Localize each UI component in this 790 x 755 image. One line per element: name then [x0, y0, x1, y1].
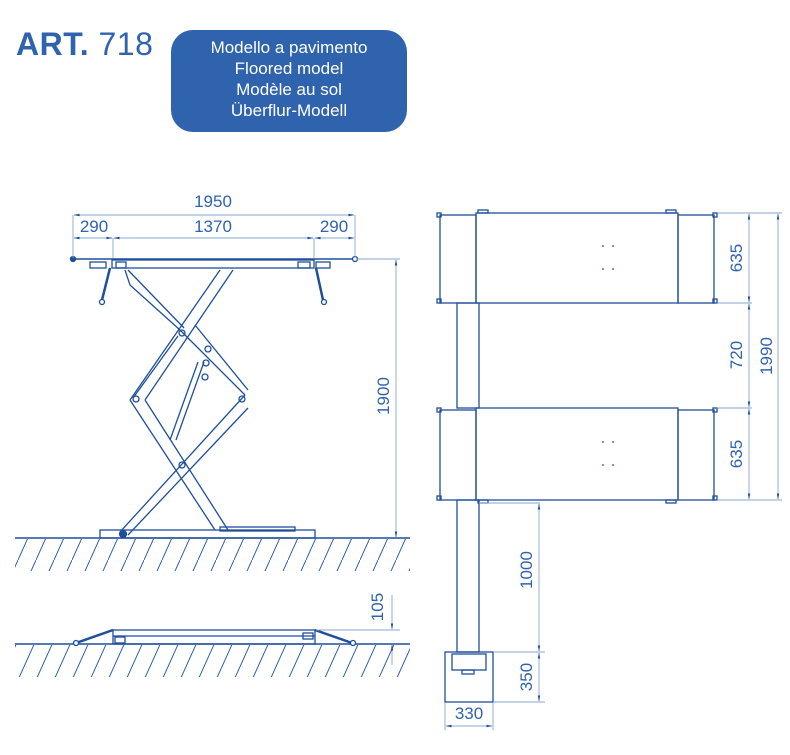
dim-hose-length: 1000: [517, 551, 536, 589]
dim-overall-width: 1950: [194, 192, 232, 211]
article-label: ART.: [16, 26, 90, 62]
model-line-de: Überflur-Modell: [230, 101, 348, 120]
article-title: ART. 718: [16, 26, 153, 63]
side-view-lowered: [15, 628, 410, 677]
top-view-dimensions: [444, 212, 782, 730]
platform-lower: [436, 407, 718, 504]
dim-platform-length: 1370: [194, 217, 232, 236]
model-line-it: Modello a pavimento: [210, 38, 368, 57]
dim-overall-width-top: 1990: [757, 337, 776, 375]
side-view-dimensions: [72, 213, 400, 538]
dim-max-height: 1900: [374, 377, 393, 415]
dim-platform-width-2: 635: [727, 440, 746, 468]
dim-left-extension: 290: [80, 217, 108, 236]
dim-right-extension: 290: [320, 217, 348, 236]
control-unit: [444, 651, 494, 703]
platform-upper: [436, 209, 718, 304]
model-line-en: Floored model: [234, 59, 344, 78]
dim-control-unit-width: 330: [455, 704, 483, 723]
dim-control-unit-depth: 350: [517, 663, 536, 691]
dim-min-height: 105: [368, 593, 387, 621]
model-line-fr: Modèle au sol: [236, 80, 342, 99]
top-view: [436, 209, 718, 703]
dim-platform-width-1: 635: [727, 244, 746, 272]
side-view-raised: [15, 255, 410, 571]
model-type-badge: Modello a pavimento Floored model Modèle…: [171, 30, 407, 132]
dim-gap: 720: [727, 341, 746, 369]
article-number: 718: [98, 26, 154, 62]
